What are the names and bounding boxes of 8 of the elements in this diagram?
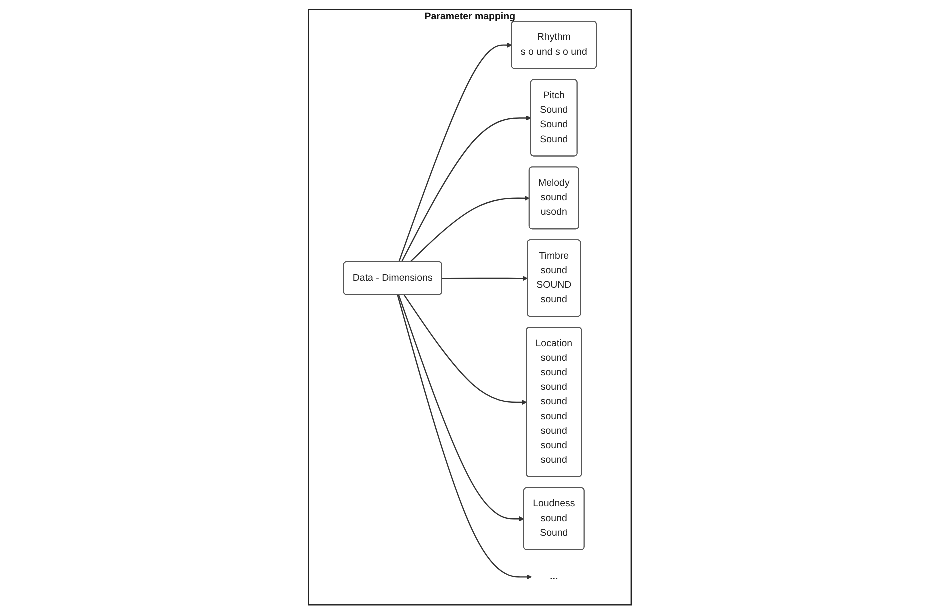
arrow — [410, 196, 530, 263]
arrow — [398, 42, 513, 262]
node-text: ... — [550, 572, 559, 582]
arrow — [402, 116, 532, 263]
arrow — [404, 294, 528, 406]
arrow — [442, 276, 528, 282]
arrow — [398, 294, 532, 580]
arrow — [398, 294, 525, 522]
